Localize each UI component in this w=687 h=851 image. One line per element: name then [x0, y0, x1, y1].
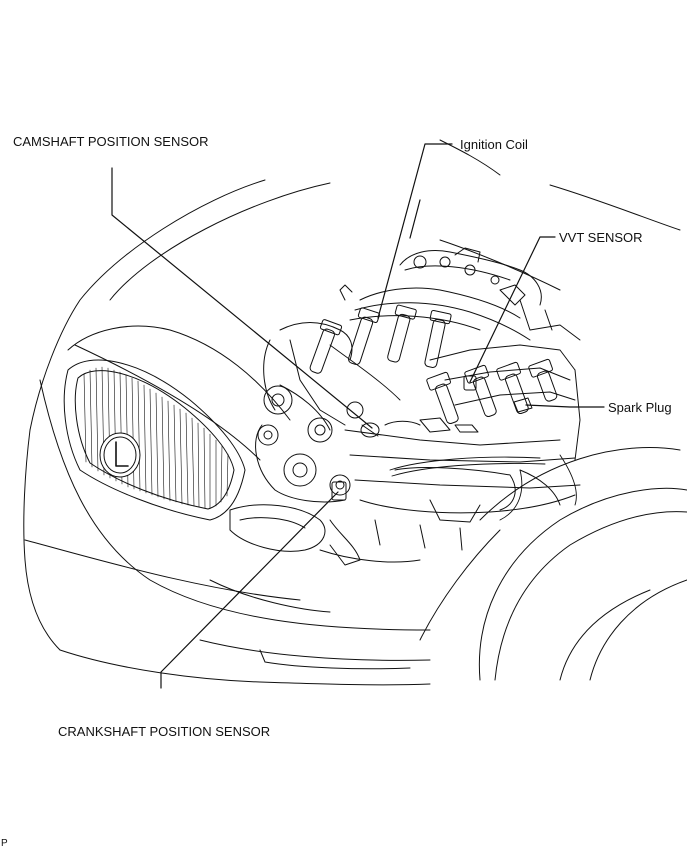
- label-crankshaft-position-sensor: CRANKSHAFT POSITION SENSOR: [58, 724, 271, 739]
- emblem-icon: [99, 432, 141, 478]
- leader-ignition-coil: [377, 143, 453, 319]
- label-vvt-sensor: VVT SENSOR: [559, 230, 643, 245]
- wiring-harness: [329, 344, 577, 521]
- leader-camshaft: [111, 167, 373, 429]
- label-spark-plug: Spark Plug: [608, 400, 672, 415]
- leader-lines: [111, 143, 605, 689]
- front-grille: [63, 359, 246, 521]
- label-ignition-coil: Ignition Coil: [460, 137, 528, 152]
- crankshaft-sensor-icon: [331, 481, 347, 501]
- leader-crankshaft: [160, 491, 339, 689]
- engine-block: [255, 247, 581, 566]
- vvt-sensor-icon: [463, 375, 477, 391]
- car-body: [23, 139, 687, 686]
- leader-vvt-sensor: [469, 236, 556, 383]
- ignition-coils: [309, 304, 558, 433]
- corner-mark: P: [1, 838, 8, 849]
- spark-plug-icon: [513, 397, 533, 413]
- camshaft-sensor-icon: [360, 422, 380, 438]
- label-camshaft-position-sensor: CAMSHAFT POSITION SENSOR: [13, 134, 209, 149]
- sensors: [331, 375, 533, 501]
- leader-spark-plug: [525, 404, 605, 408]
